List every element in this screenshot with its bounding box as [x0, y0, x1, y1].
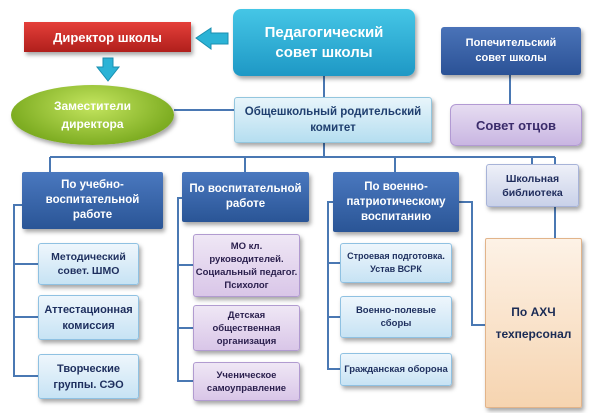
school-director-label: Директор школы: [53, 29, 162, 45]
school-library-box: Школьная библиотека: [486, 164, 579, 207]
educational-work-line3: работе: [72, 209, 113, 221]
military-patriotic-line3: воспитанию: [360, 210, 432, 223]
creative-groups-box: Творческие группы. СЭО: [38, 354, 139, 399]
upbringing-work-department: По воспитательной работе: [182, 172, 309, 222]
deputy-directors-line2: директора: [61, 117, 124, 131]
school-library-line1: Школьная: [505, 172, 560, 185]
creative-groups-line2: группы. СЭО: [53, 378, 124, 391]
maintenance-staff-line2: техперсонал: [495, 327, 572, 341]
methodical-council-line1: Методический: [51, 251, 126, 263]
military-patriotic-line1: По военно-: [364, 180, 428, 193]
student-self-government-line1: Ученическое: [216, 369, 277, 381]
student-self-government-line2: самоуправление: [206, 382, 287, 394]
class-teachers-mo-line3: Социальный педагог.: [195, 266, 298, 278]
class-teachers-mo-line1: МО кл.: [230, 240, 263, 252]
military-patriotic-line2: патриотическому: [346, 195, 446, 208]
parent-committee-line2: комитет: [310, 122, 356, 134]
class-teachers-mo-line4: Психолог: [224, 279, 269, 291]
drill-training-line2: Устав ВСРК: [370, 264, 422, 274]
school-library-line2: библиотека: [502, 186, 563, 199]
pedagogical-council-box: Педагогический совет школы: [233, 9, 415, 76]
board-of-trustees-line2: совет школы: [475, 52, 547, 64]
pedagogical-council-line1: Педагогический: [264, 23, 384, 41]
drill-training-line1: Строевая подготовка.: [347, 251, 445, 261]
maintenance-staff-line1: По АХЧ: [511, 305, 556, 319]
children-organization-line1: Детская: [227, 309, 266, 321]
arrow-down-icon: [95, 57, 121, 82]
attestation-commission-line1: Аттестационная: [44, 303, 133, 316]
pedagogical-council-line2: совет школы: [275, 43, 373, 61]
maintenance-staff-box: По АХЧ техперсонал: [485, 238, 582, 408]
upbringing-work-line1: По воспитательной: [189, 183, 302, 195]
children-organization-line3: организация: [216, 335, 277, 347]
methodical-council-box: Методический совет. ШМО: [38, 243, 139, 285]
fathers-council-box: Совет отцов: [450, 104, 582, 146]
educational-work-line2: воспитательной: [45, 194, 140, 206]
attestation-commission-box: Аттестационная комиссия: [38, 295, 139, 340]
children-organization-box: Детская общественная организация: [193, 305, 300, 351]
educational-work-line1: По учебно-: [61, 179, 124, 191]
children-organization-line2: общественная: [212, 322, 281, 334]
field-camps-line2: сборы: [380, 318, 412, 329]
civil-defense-box: Гражданская оборона: [340, 353, 452, 386]
class-teachers-mo-line2: руководителей.: [209, 253, 284, 265]
student-self-government-box: Ученическое самоуправление: [193, 362, 300, 401]
school-director-box: Директор школы: [24, 22, 191, 52]
deputy-directors-ellipse: Заместители директора: [11, 85, 174, 145]
upbringing-work-line2: работе: [225, 198, 266, 210]
civil-defense-label: Гражданская оборона: [344, 364, 448, 375]
deputy-directors-line1: Заместители: [53, 99, 132, 113]
parent-committee-line1: Общешкольный родительский: [244, 106, 422, 118]
arrow-left-icon: [195, 27, 229, 50]
drill-training-box: Строевая подготовка. Устав ВСРК: [340, 243, 452, 283]
board-of-trustees-line1: Попечительский: [465, 37, 557, 49]
military-patriotic-department: По военно- патриотическому воспитанию: [333, 172, 459, 232]
creative-groups-line1: Творческие: [57, 362, 120, 375]
attestation-commission-line2: комиссия: [62, 319, 115, 332]
parent-committee-box: Общешкольный родительский комитет: [234, 97, 432, 143]
field-camps-box: Военно-полевые сборы: [340, 296, 452, 338]
methodical-council-line2: совет. ШМО: [57, 265, 120, 277]
educational-work-department: По учебно- воспитательной работе: [22, 172, 163, 229]
field-camps-line1: Военно-полевые: [355, 305, 437, 316]
class-teachers-mo-box: МО кл. руководителей. Социальный педагог…: [193, 234, 300, 297]
fathers-council-label: Совет отцов: [475, 117, 557, 133]
board-of-trustees-box: Попечительский совет школы: [441, 27, 581, 75]
